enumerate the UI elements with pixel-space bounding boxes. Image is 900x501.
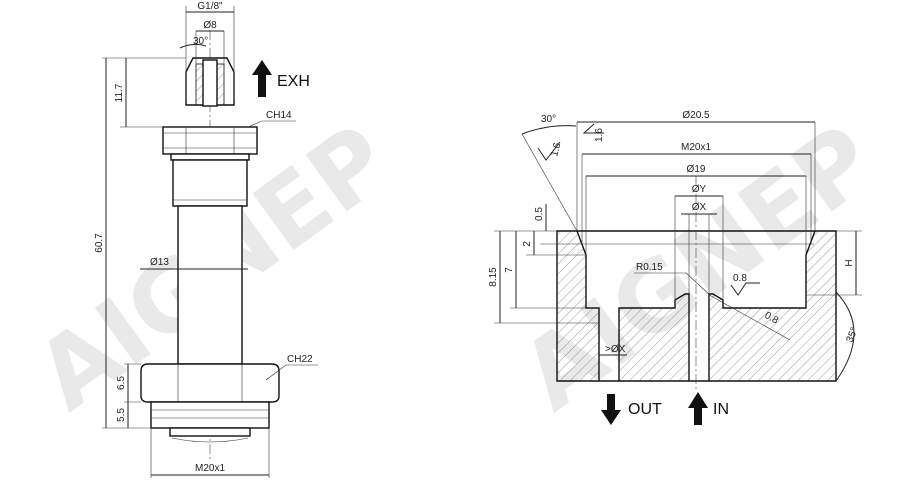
dim-thread-bottom: M20x1 <box>195 463 225 474</box>
dim-2: 2 <box>522 241 533 247</box>
dim-diameter-y: ØY <box>692 184 707 195</box>
dim-body-diameter: Ø13 <box>150 257 169 268</box>
dim-05: 0.5 <box>534 207 545 221</box>
dim-diameter-top: Ø8 <box>203 20 217 31</box>
svg-text:1.6: 1.6 <box>549 141 563 158</box>
svg-text:1.6: 1.6 <box>594 128 605 142</box>
seat-drawing: Ø20.5 M20x1 Ø19 ØY ØX 30° 1.6 1.6 <box>488 110 862 425</box>
dim-hex-height: 6.5 <box>116 376 127 390</box>
fitting-bore <box>202 59 218 107</box>
upper-shaft <box>172 159 248 207</box>
dim-7: 7 <box>504 267 515 273</box>
dim-tip-height: 11.7 <box>114 83 125 102</box>
dim-angle-top: 30° <box>193 36 208 47</box>
main-body <box>177 205 243 365</box>
dim-diameter-x: ØX <box>692 202 707 213</box>
hex-nut-top <box>162 126 258 155</box>
label-wrench-top: CH14 <box>266 110 292 121</box>
arrow-up-icon <box>688 392 708 425</box>
arrow-down-icon <box>601 394 621 425</box>
washer-top <box>170 153 250 161</box>
svg-text:0.8: 0.8 <box>733 273 747 284</box>
roughness-symbol-b <box>537 141 561 161</box>
dim-thread-height: 5.5 <box>116 408 127 422</box>
dim-total-length: 60.7 <box>94 233 105 253</box>
dim-h: H <box>844 259 855 266</box>
dim-side-angle: 35° <box>845 326 861 344</box>
seal-ring <box>169 427 251 437</box>
roughness-symbol-a <box>582 123 604 134</box>
roughness-symbol-c <box>730 282 760 296</box>
dim-seat-thread: M20x1 <box>681 142 711 153</box>
label-in: IN <box>713 401 729 418</box>
label-out: OUT <box>628 401 662 418</box>
label-wrench-bottom: CH22 <box>287 354 313 365</box>
dim-815: 8.15 <box>488 267 499 287</box>
dim-radius: R0.15 <box>636 262 663 273</box>
dim-chamfer-angle: 30° <box>541 114 556 125</box>
cartridge-drawing: G1/8" Ø8 30° 11.7 60.7 CH14 Ø13 CH22 <box>94 1 318 478</box>
thread-bottom <box>150 401 270 429</box>
dim-diameter-19: Ø19 <box>687 164 706 175</box>
dim-thread-top: G1/8" <box>197 1 223 12</box>
dim-min-x: >ØX <box>605 344 626 355</box>
hex-nut-bottom <box>140 363 280 403</box>
label-exhaust: EXH <box>277 73 310 90</box>
dim-outer-diameter: Ø20.5 <box>682 110 710 121</box>
arrow-up-icon <box>252 60 272 97</box>
